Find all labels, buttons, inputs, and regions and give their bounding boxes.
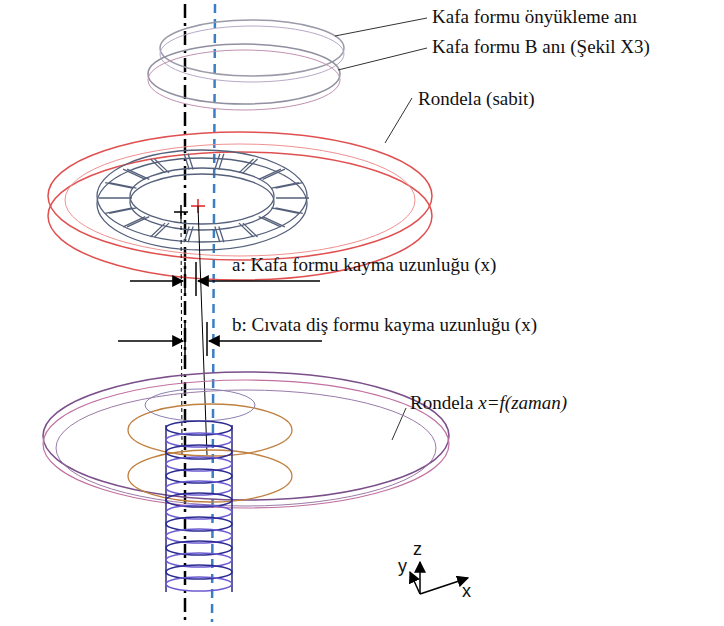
spoke — [215, 154, 224, 170]
spoke — [151, 159, 170, 173]
dimension-label: b: Cıvata diş formu kayma uzunluğu (x) — [232, 314, 537, 336]
spoke — [276, 197, 309, 198]
part-label: Kafa formu önyükleme anı — [432, 6, 637, 28]
spoke — [184, 227, 193, 243]
spoke — [239, 223, 258, 237]
spoke — [215, 227, 224, 243]
dimension-label: a: Kafa formu kayma uzunluğu (x) — [232, 254, 496, 276]
spoke — [259, 169, 285, 179]
spoke — [105, 208, 136, 213]
leader-lines — [335, 18, 427, 440]
spoke — [272, 183, 303, 188]
spoke — [123, 217, 149, 227]
spoke — [259, 217, 285, 227]
spoke — [99, 197, 132, 198]
spoke — [239, 159, 258, 173]
axis-label: y — [398, 555, 407, 577]
axis-triad — [410, 562, 468, 594]
part-label: Kafa formu B anı (Şekil X3) — [432, 36, 650, 58]
spoke — [272, 208, 303, 213]
spoke — [184, 154, 193, 170]
part-label: Rondela (sabit) — [418, 88, 535, 110]
axis-label: x — [462, 580, 471, 602]
coil-turn — [166, 577, 232, 591]
center-marks — [174, 199, 207, 455]
head-form — [148, 20, 344, 110]
spoked-ring — [97, 150, 309, 250]
axis-label: z — [413, 538, 422, 560]
moving-washer — [43, 372, 449, 508]
spoke — [123, 169, 149, 179]
spoke — [105, 183, 136, 188]
formula-label: x=f(zaman) — [478, 392, 567, 414]
spoke — [151, 223, 170, 237]
thread-coil — [166, 421, 232, 592]
part-label: Rondela — [410, 392, 473, 414]
